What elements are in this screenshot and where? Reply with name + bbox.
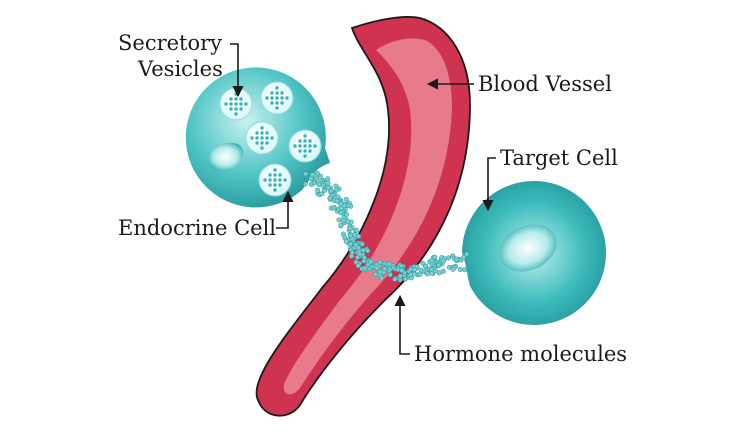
hormone-molecule bbox=[302, 181, 308, 187]
blood-vessel bbox=[255, 16, 471, 417]
hormone-molecule bbox=[361, 255, 367, 261]
hormone-molecule bbox=[372, 271, 378, 277]
endocrine-cell-label: Endocrine Cell bbox=[118, 216, 276, 240]
hormone-molecule bbox=[317, 173, 323, 179]
secretory-vesicles-label-line2: Vesicles bbox=[137, 57, 223, 81]
hormone-molecule bbox=[347, 226, 353, 232]
hormone-molecules bbox=[302, 170, 470, 283]
endocrine-cell bbox=[185, 67, 330, 208]
hormone-molecule bbox=[311, 180, 317, 186]
blood-vessel-label: Blood Vessel bbox=[478, 72, 612, 96]
hormone-molecule bbox=[362, 265, 368, 271]
hormone-molecule bbox=[432, 254, 438, 260]
leader-lines bbox=[230, 43, 496, 355]
hormone-molecule bbox=[440, 258, 446, 264]
hormone-molecule bbox=[462, 267, 468, 273]
target-cell-label: Target Cell bbox=[500, 146, 618, 170]
hormone-molecule bbox=[327, 195, 333, 201]
hormone-molecule bbox=[325, 180, 331, 186]
labels: Secretory Vesicles Blood Vessel Target C… bbox=[118, 31, 627, 366]
secretory-vesicle bbox=[260, 81, 294, 115]
hormone-molecule bbox=[379, 275, 385, 281]
hormone-molecule bbox=[353, 227, 359, 233]
hormone-molecule bbox=[338, 210, 344, 216]
hormone-molecule bbox=[334, 187, 340, 193]
endocrine-cell-leader bbox=[276, 190, 294, 229]
hormone-molecule bbox=[334, 198, 340, 204]
target-cell-leader bbox=[482, 157, 496, 212]
hormone-molecule bbox=[319, 191, 325, 197]
hormone-molecule bbox=[345, 219, 351, 225]
hormone-molecule bbox=[343, 196, 349, 202]
hormone-molecule bbox=[450, 266, 456, 272]
endocrine-cell-nucleus bbox=[208, 142, 244, 171]
hormone-molecule bbox=[359, 241, 365, 247]
hormone-molecule bbox=[348, 232, 354, 238]
hormone-molecule bbox=[347, 241, 353, 247]
hormone-molecule bbox=[411, 266, 417, 272]
hormone-molecule bbox=[331, 205, 337, 211]
hormone-molecule bbox=[355, 263, 361, 269]
hormone-molecule bbox=[320, 182, 326, 188]
hormone-molecule bbox=[386, 261, 392, 267]
target-cell bbox=[462, 181, 606, 326]
hormone-molecule bbox=[377, 269, 383, 275]
hormone-molecule bbox=[303, 171, 309, 177]
hormone-molecule bbox=[321, 187, 327, 193]
hormone-molecule bbox=[328, 188, 334, 194]
hormone-molecule bbox=[445, 255, 451, 261]
secretory-vesicles-label-line1: Secretory bbox=[118, 31, 222, 55]
hormone-molecule bbox=[397, 273, 403, 279]
hormone-molecule bbox=[411, 271, 417, 277]
secretory-vesicle bbox=[219, 87, 253, 121]
hormone-molecule bbox=[392, 276, 398, 282]
hormone-molecule bbox=[341, 203, 347, 209]
hormone-molecule bbox=[325, 185, 331, 191]
hormone-molecule bbox=[382, 266, 388, 272]
hormone-molecule bbox=[436, 262, 442, 268]
secretory-vesicles-leader bbox=[230, 43, 244, 98]
blood-vessel-lumen bbox=[283, 38, 452, 395]
hormone-molecule bbox=[374, 265, 380, 271]
hormone-molecule bbox=[315, 187, 321, 193]
hormone-molecule bbox=[349, 253, 355, 259]
hormone-molecule bbox=[356, 245, 362, 251]
hormone-molecule bbox=[365, 248, 371, 254]
secretory-vesicle bbox=[245, 121, 279, 155]
hormone-molecules-leader bbox=[394, 294, 410, 355]
hormone-molecule bbox=[464, 251, 470, 257]
hormone-molecule bbox=[309, 172, 315, 178]
hormone-molecule bbox=[340, 218, 346, 224]
hormone-molecule bbox=[454, 256, 460, 262]
hormone-molecule bbox=[368, 259, 374, 265]
secretory-vesicle bbox=[258, 163, 292, 197]
hormone-molecule bbox=[352, 232, 358, 238]
hormone-molecules-label: Hormone molecules bbox=[414, 342, 627, 366]
secretory-vesicle bbox=[288, 129, 322, 163]
hormone-molecule bbox=[429, 267, 435, 273]
hormone-molecule bbox=[353, 242, 359, 248]
hormone-molecule bbox=[425, 271, 431, 277]
target-cell-nucleus bbox=[499, 224, 557, 272]
hormone-molecule bbox=[354, 254, 360, 260]
hormone-molecule bbox=[387, 272, 393, 278]
hormone-molecule bbox=[461, 254, 467, 260]
hormone-molecule bbox=[423, 263, 429, 269]
hormone-molecule bbox=[457, 266, 463, 272]
hormone-molecule bbox=[338, 222, 344, 228]
hormone-molecule bbox=[429, 257, 435, 263]
hormone-molecule bbox=[436, 270, 442, 276]
hormone-molecule bbox=[336, 217, 342, 223]
hormone-molecule bbox=[325, 176, 331, 182]
hormone-molecule bbox=[399, 268, 405, 274]
hormone-molecule bbox=[343, 238, 349, 244]
secretory-vesicles bbox=[219, 81, 322, 197]
